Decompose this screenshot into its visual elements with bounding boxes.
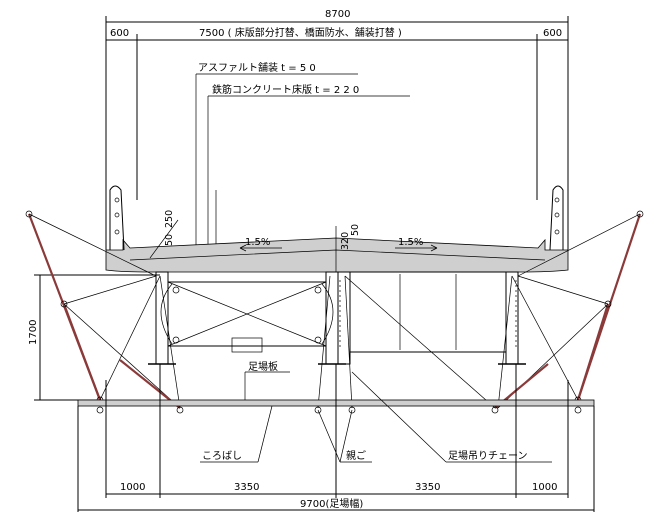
center-dim-b: 320 [340, 232, 351, 250]
bottom-mid-right-label: 3350 [415, 482, 440, 493]
slope-left-label: 1.5% [245, 237, 270, 248]
bottom-mid-left-label: 3350 [234, 482, 259, 493]
bottom-left-label: 1000 [120, 482, 145, 493]
top-dimension-lines [105, 16, 569, 262]
roller-label: ころばし [202, 450, 242, 462]
right-girder [337, 271, 526, 365]
right-curb-width-label: 600 [543, 28, 562, 39]
center-dim-a: 50 [350, 224, 361, 236]
slab-callout [207, 95, 410, 262]
scaffold-width-label: 9700(足場幅) [300, 497, 363, 510]
bottom-right-label: 1000 [532, 482, 557, 493]
carriageway-width-label: 7500 ( 床版部分打替、橋面防水、舗装打替 ) [199, 26, 402, 39]
slope-right-arrow [395, 244, 438, 252]
curb-dim-a: 250 [164, 210, 175, 228]
slope-left-arrow [239, 244, 282, 252]
right-railing [549, 185, 564, 251]
scaffold-board-label: 足場板 [248, 360, 278, 373]
left-outer-strut [25, 210, 181, 409]
chain-callout [351, 371, 552, 463]
left-railing [109, 185, 125, 251]
slope-right-label: 1.5% [398, 237, 423, 248]
scaffold-height-label: 1700 [28, 320, 39, 345]
roller-callout [200, 405, 273, 463]
curb-dim-b: 50 [164, 234, 175, 246]
slab-label: 鉄筋コンクリート床版 t = 2 2 0 [212, 83, 359, 96]
right-outer-strut [497, 210, 644, 409]
bottom-dimension-lines [77, 364, 595, 512]
left-curb-width-label: 600 [110, 28, 129, 39]
parent-hook-label: 親ご [346, 449, 366, 462]
scaffold-board-callout [244, 371, 290, 400]
curb-dim-leader [149, 219, 179, 259]
asphalt-label: アスファルト舗装 t = 5 0 [198, 61, 316, 74]
deck-slab [105, 237, 569, 273]
chain-label: 足場吊りチェーン [448, 449, 528, 462]
total-width-label: 8700 [325, 9, 350, 20]
left-girder [148, 271, 346, 365]
asphalt-callout [195, 73, 358, 262]
